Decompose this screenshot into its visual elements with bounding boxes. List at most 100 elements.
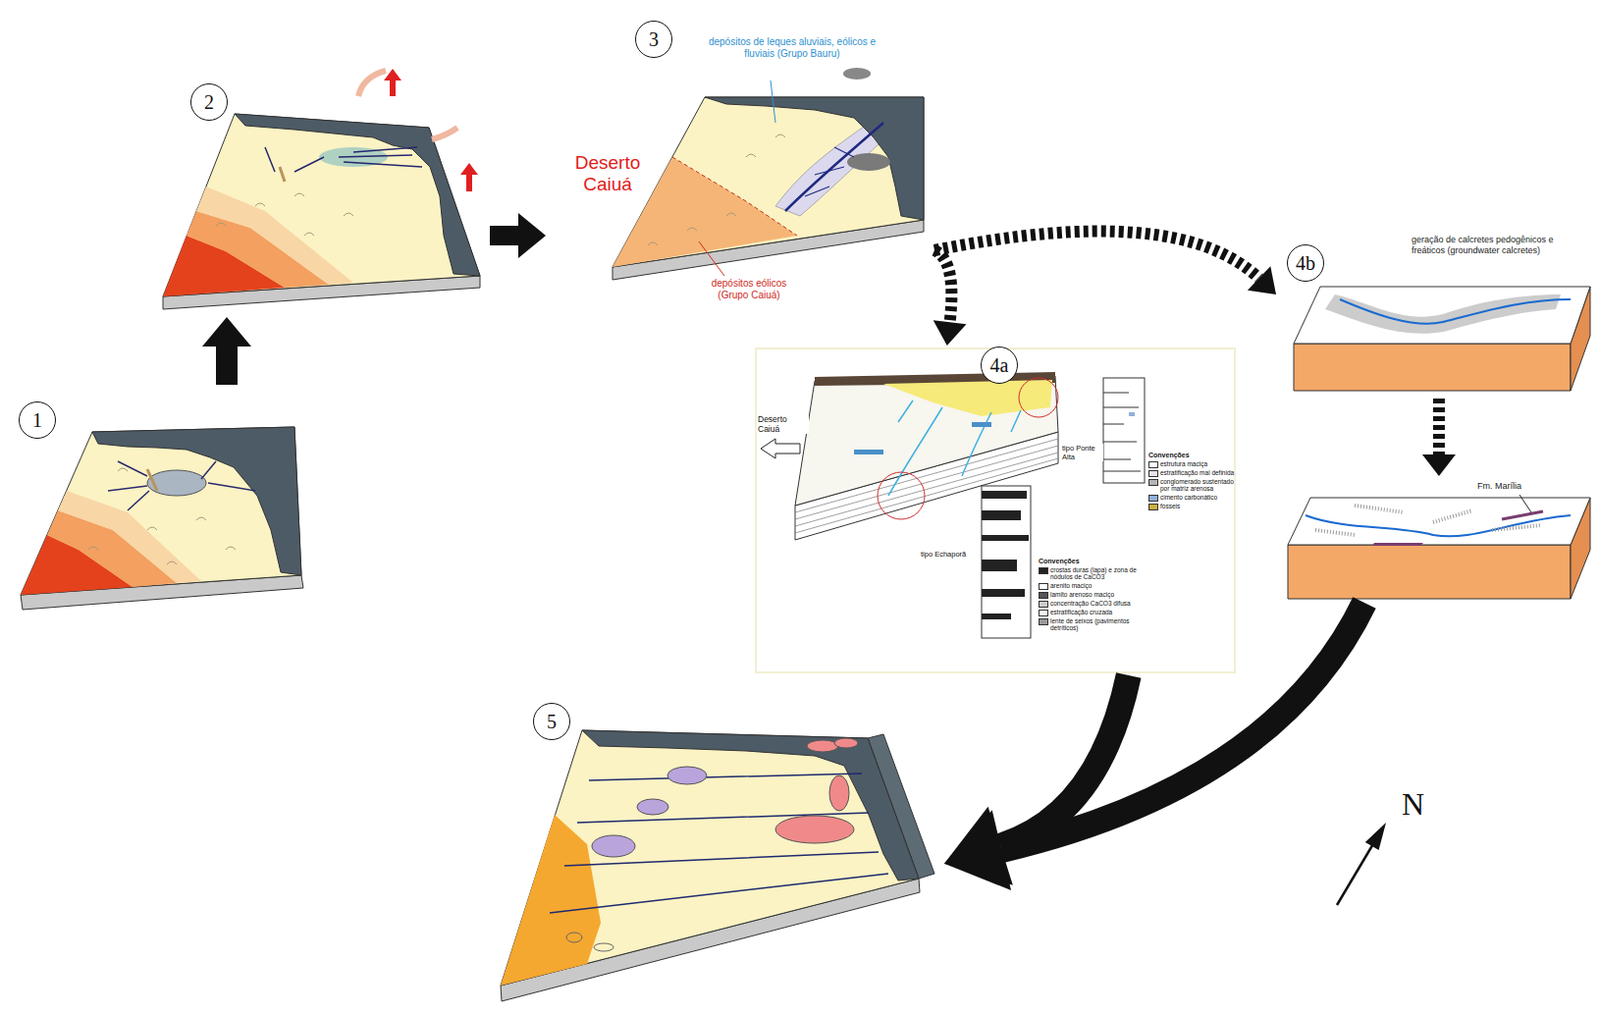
- block-diagram-1-part: [107, 461, 256, 511]
- flow-arrow: [933, 250, 967, 346]
- legend-block: Convençõesestrutura maciçaestratificação…: [1148, 451, 1235, 512]
- block-diagram-5: [500, 730, 935, 1002]
- legend-row: estrutura maciça: [1148, 460, 1235, 469]
- block-diagram-2-part: [215, 193, 354, 236]
- callout-number: 4a: [990, 354, 1010, 377]
- flow-arrow: [934, 231, 1277, 295]
- north-arrow-part: [1336, 842, 1375, 906]
- block-diagram-2-part: [265, 147, 423, 172]
- block-diagram-2-part: [358, 70, 386, 97]
- diagram-panel: 4aDeserto Caiuátipo Ponte AltaConvenções…: [753, 345, 1237, 676]
- block-diagram-4a-part: [1103, 392, 1141, 472]
- block-diagram-4a-part: [877, 472, 925, 520]
- block-diagram-4b-part: [1519, 494, 1532, 513]
- callout-number: 4b: [1295, 252, 1316, 275]
- legend-text: arenito maciço: [1050, 582, 1092, 589]
- block-diagram-4a-part: [981, 485, 1031, 639]
- arrow-shaft: [1001, 602, 1365, 851]
- block-diagram-3-part: [843, 67, 871, 80]
- legend-row: lente de seixos (pavimentos detríticos): [1038, 617, 1137, 633]
- panel-label: depósitos eólicos (Grupo Caiuá): [704, 277, 794, 302]
- legend-text: estratificação cruzada: [1050, 608, 1113, 616]
- legend-text: lente de seixos (pavimentos detríticos): [1050, 617, 1137, 633]
- flow-arrow: [489, 213, 546, 259]
- legend-row: crostas duras (lapa) e zona de nódulos d…: [1038, 566, 1137, 582]
- block-diagram-4b-part: [1293, 343, 1571, 391]
- panel-label: Deserto Caiuá: [757, 414, 809, 434]
- callout-number: 5: [546, 710, 557, 734]
- arrow-head: [933, 320, 967, 346]
- legend-row: lamito arenoso maciço: [1038, 590, 1137, 599]
- block-diagram-5-part: [591, 835, 636, 857]
- legend-sample: [1038, 600, 1049, 608]
- callout-number: 3: [648, 28, 659, 52]
- block-diagram-3-part: [785, 122, 884, 212]
- block-diagram-2-part: [162, 113, 480, 297]
- panel-label: tipo Echaporã: [920, 549, 976, 559]
- block-diagram-1-part: [147, 470, 207, 496]
- arrow-shaft: [489, 225, 519, 246]
- callout-number: 2: [204, 91, 214, 114]
- legend-sample: [1038, 618, 1049, 626]
- arrow-shaft: [1433, 398, 1445, 455]
- callout-circle: 3: [635, 20, 673, 58]
- block-diagram-2-part: [431, 127, 458, 140]
- block-diagram-4b-part: [1315, 505, 1542, 535]
- block-diagram-4b-part: [1287, 544, 1571, 599]
- callout-circle: 5: [533, 702, 571, 741]
- block-diagram-4a-part: [853, 449, 884, 455]
- legend-sample: [1148, 470, 1159, 478]
- diagram-panel: 4bgeração de calcretes pedogênicos e fre…: [1276, 230, 1597, 396]
- block-diagram-4a-part: [981, 510, 1021, 521]
- callout-circle: 4b: [1286, 244, 1325, 282]
- block-diagram-2-part: [383, 68, 402, 97]
- block-diagram-3-part: [704, 97, 924, 220]
- diagram-panel: 2: [157, 73, 486, 310]
- block-diagram-4a-part: [888, 400, 1021, 496]
- diagram-panel: 5: [486, 692, 945, 1012]
- block-diagram-5-part: [829, 775, 850, 811]
- block-diagram-3-part: [672, 157, 798, 236]
- block-diagram-2-part: [279, 166, 285, 182]
- compass-label: N: [1401, 785, 1425, 823]
- legend-sample: [1148, 503, 1159, 511]
- block-diagram-2-part: [234, 113, 480, 276]
- block-diagram-1-part: [147, 469, 158, 491]
- arrow-shaft: [934, 231, 1260, 279]
- block-diagram-5-part: [637, 799, 669, 815]
- legend-title: Convenções: [1148, 451, 1235, 459]
- legend-sample: [1038, 609, 1049, 617]
- callout-number: 1: [32, 409, 43, 432]
- block-diagram-2-part: [196, 186, 354, 285]
- arrow-head: [518, 213, 546, 259]
- block-diagram-4a-part: [981, 490, 1027, 499]
- block-diagram-4a-part: [981, 613, 1012, 620]
- block-diagram-4a-part: [981, 559, 1017, 572]
- block-diagram-4b-part: [1287, 497, 1591, 545]
- block-diagram-4a-part: [1128, 412, 1135, 417]
- legend-block: Convençõescrostas duras (lapa) e zona de…: [1038, 557, 1137, 634]
- legend-row: concentração CaCO3 difusa: [1038, 599, 1137, 608]
- block-diagram-5-part: [667, 766, 707, 785]
- legend-text: estratificação mal definida: [1160, 469, 1234, 477]
- legend-text: cimento carbonático: [1160, 493, 1218, 501]
- block-diagram-5-part: [775, 815, 854, 844]
- arrow-head: [202, 317, 252, 347]
- block-diagram-3-part: [804, 147, 854, 197]
- block-diagram-3-part: [612, 157, 798, 267]
- block-diagram-1: [20, 426, 304, 610]
- block-diagram-1-part: [92, 426, 302, 576]
- legend-text: concentração CaCO3 difusa: [1050, 599, 1131, 607]
- legend-row: conglomerado sustentado por matriz areno…: [1148, 478, 1235, 493]
- arrow-shaft: [215, 346, 238, 385]
- block-diagram-1-part: [88, 468, 236, 565]
- block-diagram-5-part: [566, 932, 583, 943]
- block-diagram-3-part: [612, 97, 924, 267]
- panel-label: tipo Ponte Alta: [1062, 443, 1104, 462]
- legend-sample: [1038, 583, 1049, 590]
- legend-text: conglomerado sustentado por matriz areno…: [1160, 478, 1235, 493]
- legend-row: estratificação cruzada: [1038, 608, 1137, 617]
- block-diagram-4a-part: [971, 422, 992, 427]
